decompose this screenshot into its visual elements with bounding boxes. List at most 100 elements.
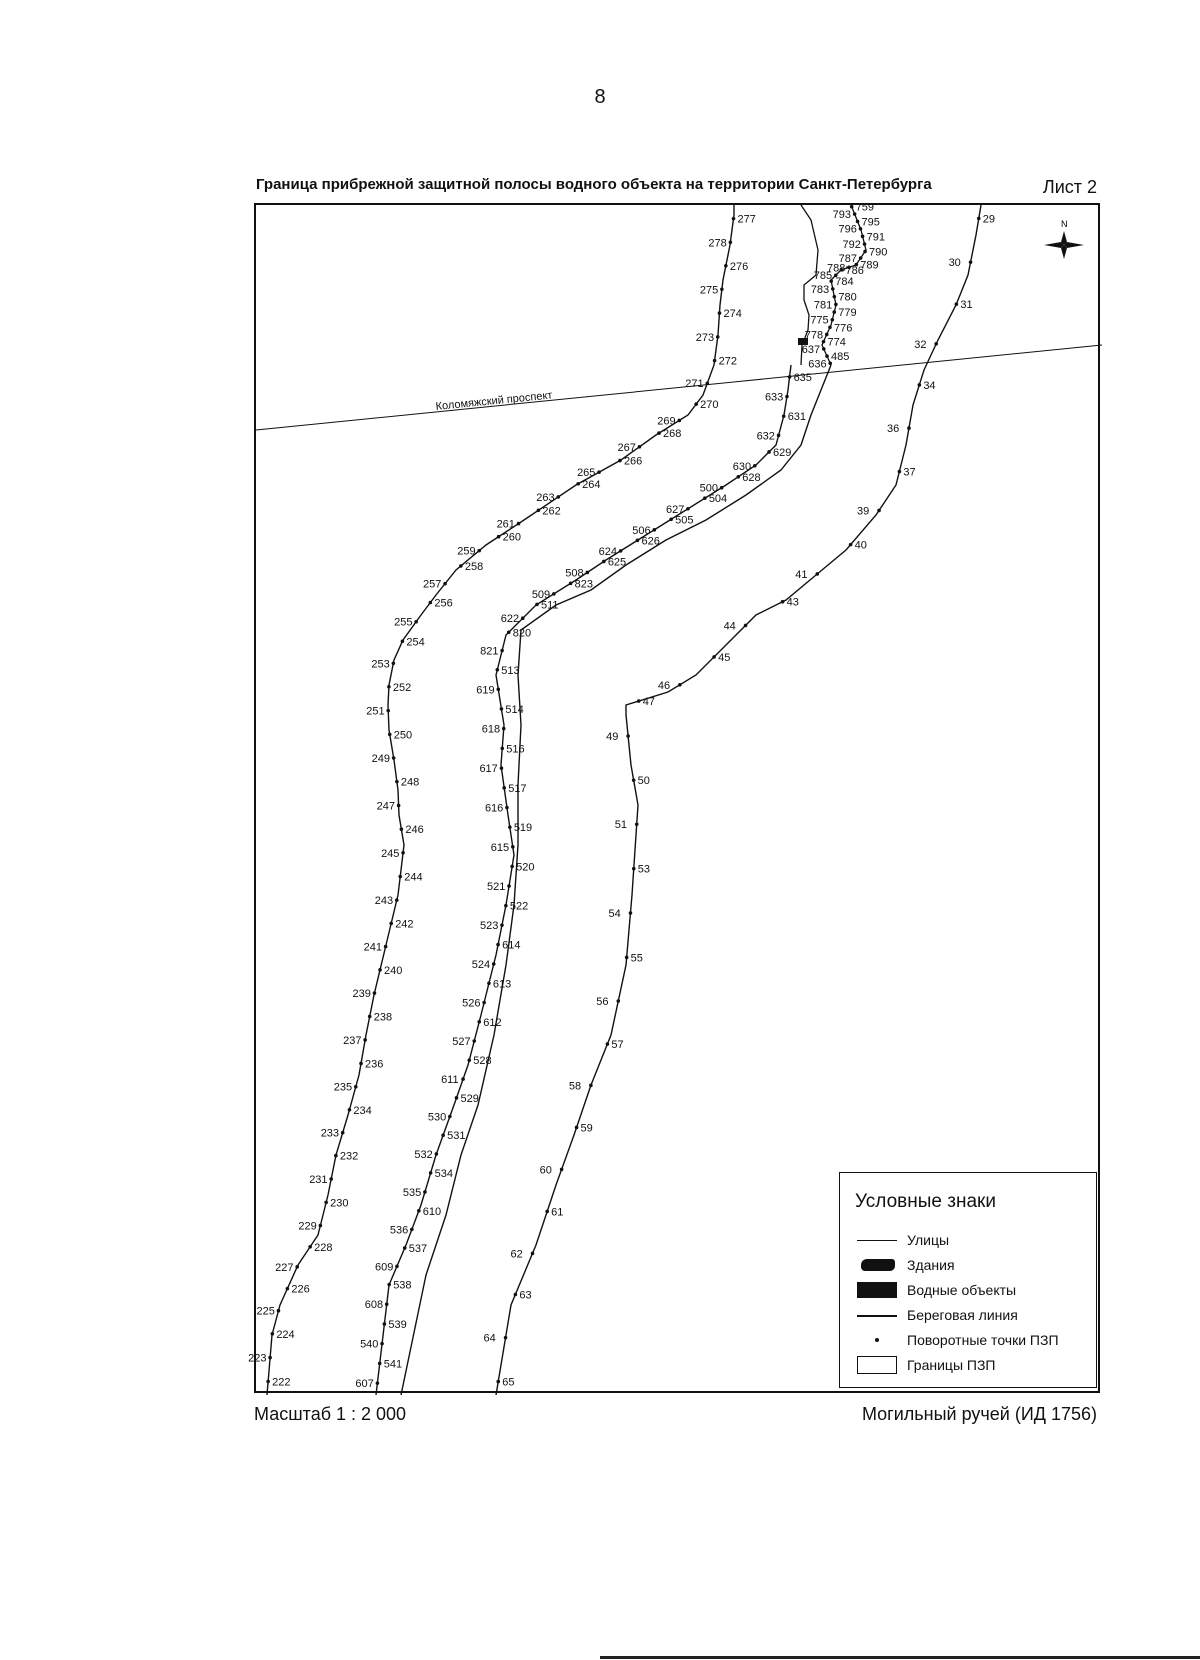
water-icon — [855, 1280, 899, 1300]
turning-point — [391, 756, 396, 760]
turning-point-label: 245 — [381, 848, 399, 860]
turning-point-label: 505 — [675, 514, 693, 526]
turning-point — [556, 495, 561, 499]
turning-point — [576, 481, 580, 486]
turning-point-label: 787 — [839, 253, 857, 265]
turning-point-label: 31 — [960, 299, 972, 311]
street-line — [255, 344, 1103, 431]
turning-point — [637, 445, 642, 449]
turning-point — [616, 999, 621, 1003]
turning-point-label: 65 — [502, 1377, 514, 1389]
turning-point-label: 628 — [742, 472, 760, 484]
turning-point-label: 34 — [923, 380, 935, 392]
street-label: Коломяжский проспект — [435, 389, 553, 413]
turning-point — [530, 1251, 535, 1256]
turning-point-label: 529 — [461, 1093, 479, 1105]
turning-point-label: 779 — [838, 307, 856, 319]
turning-point-label: 274 — [723, 308, 741, 320]
turning-point-label: 820 — [513, 627, 531, 639]
turning-point — [767, 450, 771, 454]
turning-point — [387, 732, 392, 737]
turning-point-label: 252 — [393, 682, 411, 694]
boundary-icon — [855, 1355, 899, 1375]
middle-left-line — [375, 364, 792, 1396]
turning-point — [829, 279, 834, 283]
turning-point — [507, 884, 511, 888]
turning-point-label: 232 — [340, 1151, 358, 1163]
turning-point — [830, 287, 835, 291]
turning-point-label: 632 — [757, 430, 775, 442]
turning-point-label: 260 — [503, 532, 521, 544]
turning-point — [367, 1014, 372, 1019]
turning-point — [396, 803, 401, 808]
turning-point-label: 534 — [435, 1168, 453, 1180]
turning-point-label: 776 — [834, 322, 852, 334]
turning-point-label: 257 — [423, 579, 441, 591]
turning-point-label: 32 — [914, 339, 926, 351]
turning-point — [855, 219, 860, 224]
turning-point — [787, 375, 792, 379]
legend-item-shoreline: Береговая линия — [855, 1304, 1018, 1326]
turning-point — [378, 968, 382, 972]
turning-point — [877, 508, 881, 513]
turning-point — [501, 726, 506, 731]
turning-point-label: 778 — [805, 329, 823, 341]
turning-point — [516, 521, 521, 526]
turning-point-label: 43 — [787, 597, 799, 609]
turning-point-label: 271 — [685, 378, 703, 390]
turning-point-label: 537 — [409, 1243, 427, 1255]
turning-point-label: 789 — [860, 260, 878, 272]
turning-point-label: 250 — [394, 729, 412, 741]
turning-point-label: 775 — [810, 315, 828, 327]
map-canvas[interactable]: Коломяжский проспект N 27727827627527427… — [248, 202, 1103, 1396]
turning-point — [443, 581, 447, 586]
shoreline-icon — [855, 1305, 899, 1325]
turning-point-label: 63 — [519, 1290, 531, 1302]
turning-point — [830, 317, 835, 322]
turning-point — [387, 1282, 391, 1287]
turning-point-label: 239 — [352, 988, 370, 1000]
turning-point-label: 247 — [377, 800, 395, 812]
turning-point — [728, 240, 733, 245]
turning-point-label: 263 — [536, 492, 554, 504]
turning-point-label: 631 — [788, 411, 806, 423]
turning-point-label: 635 — [794, 372, 812, 384]
turning-point-label: 242 — [395, 918, 413, 930]
turning-point — [781, 414, 786, 418]
north-label: N — [1061, 219, 1068, 229]
turning-point — [383, 944, 388, 949]
turning-point — [461, 1077, 465, 1081]
turning-point — [597, 470, 601, 474]
turning-point-label: 230 — [330, 1197, 348, 1209]
turning-point-label: 513 — [501, 665, 519, 677]
turning-point-label: 795 — [862, 216, 880, 228]
turning-point — [568, 581, 573, 586]
turning-point-label: 823 — [575, 578, 593, 590]
turning-point-label: 616 — [485, 803, 503, 815]
north-arrow-icon: N — [1044, 219, 1084, 259]
legend: Условные знаки Улицы Здания Водные объек… — [839, 1172, 1097, 1388]
turning-point — [574, 1125, 579, 1130]
turning-point-label: 58 — [569, 1080, 581, 1092]
turning-point-label: 624 — [599, 546, 617, 558]
turning-point — [839, 268, 844, 272]
turning-point-label: 618 — [482, 724, 500, 736]
turning-point-label: 251 — [366, 706, 384, 718]
turning-point — [703, 496, 707, 501]
turning-point — [496, 1379, 501, 1384]
turning-point — [487, 981, 491, 986]
turning-point — [907, 426, 911, 430]
building-icon — [855, 1255, 899, 1275]
turning-point-label: 277 — [738, 214, 756, 226]
turning-point-label: 625 — [608, 556, 626, 568]
turning-point — [536, 508, 541, 513]
turning-point — [821, 339, 826, 344]
left-boundary-line — [266, 205, 735, 1396]
turning-point — [459, 564, 463, 568]
turning-point — [428, 1171, 433, 1175]
turning-point — [677, 418, 682, 423]
turning-point-label: 615 — [491, 842, 509, 854]
turning-point — [324, 1200, 328, 1205]
sheet-label: Лист 2 — [1042, 177, 1097, 197]
